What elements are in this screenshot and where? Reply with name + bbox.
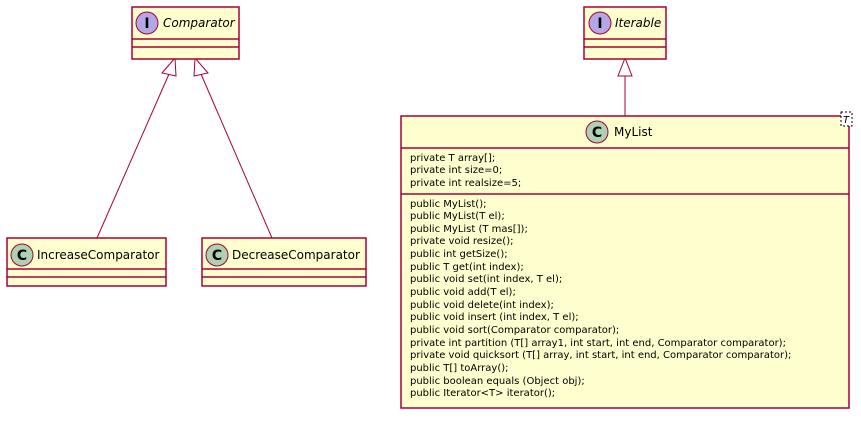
method-item: public void delete(int index); <box>410 300 554 311</box>
method-item: public MyList (T mas[]); <box>410 224 528 235</box>
edge-line <box>96 73 170 239</box>
class-box <box>6 237 167 287</box>
class-mylist: T C MyList private T array[]; private in… <box>400 111 853 409</box>
class-name: IncreaseComparator <box>37 248 159 262</box>
method-item: public void set(int index, T el); <box>410 274 562 285</box>
method-item: private int partition (T[] array1, int s… <box>410 338 786 349</box>
edge-increase-to-comparator <box>96 56 177 239</box>
method-item: public void insert (int index, T el); <box>410 312 579 323</box>
badge-letter: I <box>144 16 149 32</box>
class-badge-icon <box>585 120 609 144</box>
class-name: Comparator <box>163 16 236 30</box>
method-item: private void quicksort (T[] array, int s… <box>410 350 791 361</box>
badge-letter: I <box>597 16 602 32</box>
method-item: public T get(int index); <box>410 262 524 273</box>
field-item: private T array[]; <box>410 153 495 164</box>
class-name: MyList <box>614 125 653 139</box>
class-box <box>201 237 367 287</box>
edge-decrease-to-comparator <box>193 56 273 239</box>
class-box <box>583 6 667 60</box>
class-comparator: I Comparator <box>131 6 240 60</box>
hollow-triangle-icon <box>617 56 633 77</box>
interface-badge-icon <box>588 11 612 35</box>
class-decrease-comparator: C DecreaseComparator <box>201 237 367 287</box>
field-item: private int size=0; <box>410 165 502 176</box>
class-box <box>400 115 850 409</box>
field-item: private int realsize=5; <box>410 178 521 189</box>
class-badge-icon <box>10 243 34 267</box>
method-item: public void add(T el); <box>410 287 516 298</box>
class-name: DecreaseComparator <box>232 248 360 262</box>
edge-line <box>200 73 273 239</box>
method-item: public MyList(); <box>410 199 486 210</box>
method-item: public void sort(Comparator comparator); <box>410 325 619 336</box>
class-increase-comparator: C IncreaseComparator <box>6 237 167 287</box>
method-item: public Iterator<T> iterator(); <box>410 388 555 399</box>
badge-letter: C <box>212 248 222 264</box>
class-name: Iterable <box>615 16 661 30</box>
method-item: private void resize(); <box>410 236 513 247</box>
field-list: private T array[]; private int size=0; p… <box>410 153 521 189</box>
type-parameter-box <box>840 111 853 127</box>
hollow-triangle-icon <box>193 56 209 77</box>
method-list: public MyList(); public MyList(T el); pu… <box>410 199 791 399</box>
method-item: public int getSize(); <box>410 249 508 260</box>
type-parameter: T <box>843 115 850 126</box>
hollow-triangle-icon <box>161 56 177 77</box>
badge-letter: C <box>17 248 27 264</box>
method-item: public boolean equals (Object obj); <box>410 376 585 387</box>
method-item: public T[] toArray(); <box>410 363 509 374</box>
method-item: public MyList(T el); <box>410 211 505 222</box>
badge-letter: C <box>592 125 602 141</box>
class-badge-icon <box>205 243 229 267</box>
edge-mylist-to-iterable <box>617 56 633 116</box>
interface-badge-icon <box>135 11 159 35</box>
class-iterable: I Iterable <box>583 6 667 60</box>
